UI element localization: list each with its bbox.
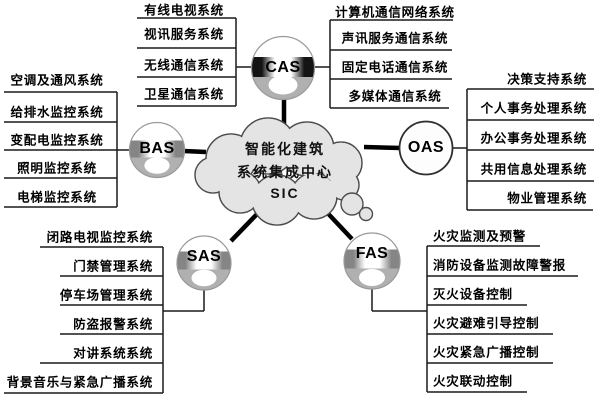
label-sas-4: 防盗报警系统 <box>73 316 153 332</box>
cas-sphere <box>250 35 316 101</box>
label-oas-2: 个人事务处理系统 <box>480 100 587 116</box>
sas-label: SAS <box>186 248 222 265</box>
label-cas-right-4: 多媒体通信系统 <box>348 88 442 104</box>
label-bas-4: 照明监控系统 <box>17 160 97 176</box>
fas-label: FAS <box>355 245 389 262</box>
label-sas-2: 门禁管理系统 <box>73 258 153 274</box>
label-fas-3: 灭火设备控制 <box>433 286 513 302</box>
bas-label: BAS <box>139 140 175 157</box>
center-title-line3: SIC <box>270 185 300 201</box>
cloud-bubble-small <box>358 206 374 222</box>
label-bas-5: 电梯监控系统 <box>17 189 97 205</box>
label-cas-left-2: 视讯服务系统 <box>144 26 224 42</box>
label-sas-1: 闭路电视监控系统 <box>46 229 153 245</box>
label-oas-5: 物业管理系统 <box>507 190 587 206</box>
label-fas-2: 消防设备监测故障警报 <box>433 257 567 273</box>
bas-sphere <box>128 121 186 179</box>
label-cas-right-1: 计算机通信网络系统 <box>335 4 455 20</box>
label-fas-1: 火灾监测及预警 <box>433 228 527 244</box>
cloud-bubble-large <box>340 192 364 216</box>
label-fas-6: 火灾联动控制 <box>433 373 513 389</box>
sas-sphere <box>176 235 232 291</box>
label-bas-3: 变配电监控系统 <box>10 132 104 148</box>
label-bas-2: 给排水监控系统 <box>10 104 104 120</box>
label-fas-5: 火灾紧急广播控制 <box>433 344 540 360</box>
fas-sphere <box>343 232 401 290</box>
label-fas-4: 火灾避难引导控制 <box>433 315 540 331</box>
label-sas-3: 停车场管理系统 <box>59 287 153 303</box>
label-oas-3: 办公事务处理系统 <box>480 130 587 146</box>
group-connector-lines <box>4 17 594 394</box>
label-sas-5: 对讲系统系统 <box>73 345 153 361</box>
label-cas-left-4: 卫星通信系统 <box>144 86 224 102</box>
label-oas-4: 共用信息处理系统 <box>480 161 587 177</box>
center-title-line1: 智能化建筑 <box>245 142 325 158</box>
label-cas-right-2: 声讯服务通信系统 <box>341 30 449 46</box>
label-sas-6: 背景音乐与紧急广播系统 <box>6 374 153 390</box>
label-cas-left-1: 有线电视系统 <box>144 2 224 18</box>
label-bas-1: 空调及通风系统 <box>10 72 104 88</box>
oas-label: OAS <box>407 139 445 156</box>
label-oas-1: 决策支持系统 <box>507 71 587 87</box>
label-cas-left-3: 无线通信系统 <box>144 57 224 73</box>
center-title-line2: 系统集成中心 <box>237 165 333 181</box>
oas-sphere <box>398 120 454 176</box>
center-cloud <box>194 117 374 226</box>
label-cas-right-3: 固定电话通信系统 <box>341 59 449 75</box>
cas-label: CAS <box>265 59 301 76</box>
